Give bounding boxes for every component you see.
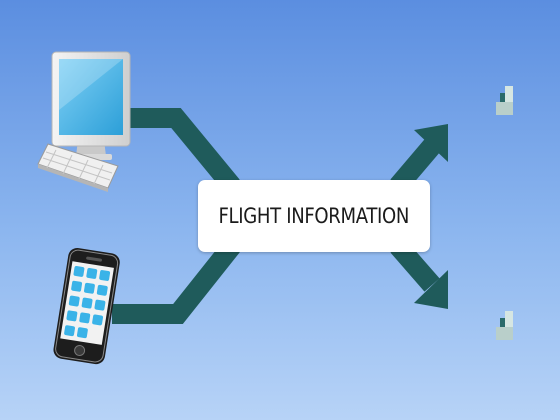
output-block-top-icon: [496, 86, 513, 115]
connector-computer: [128, 108, 240, 193]
connector-output-top: [390, 139, 440, 193]
arrowhead-top: [414, 124, 448, 162]
app-grid: [64, 265, 111, 339]
connector-output-bottom: [390, 239, 440, 292]
connectors: [112, 108, 440, 324]
keyboard: [37, 143, 119, 192]
desktop-computer-icon: [37, 51, 131, 192]
smartphone-icon: [53, 247, 120, 365]
output-block-bottom-icon: [496, 311, 513, 340]
flight-information-box: FLIGHT INFORMATION: [198, 180, 430, 252]
arrowhead-bottom: [414, 270, 448, 309]
flight-information-label: FLIGHT INFORMATION: [218, 204, 410, 228]
connector-phone: [112, 239, 240, 324]
